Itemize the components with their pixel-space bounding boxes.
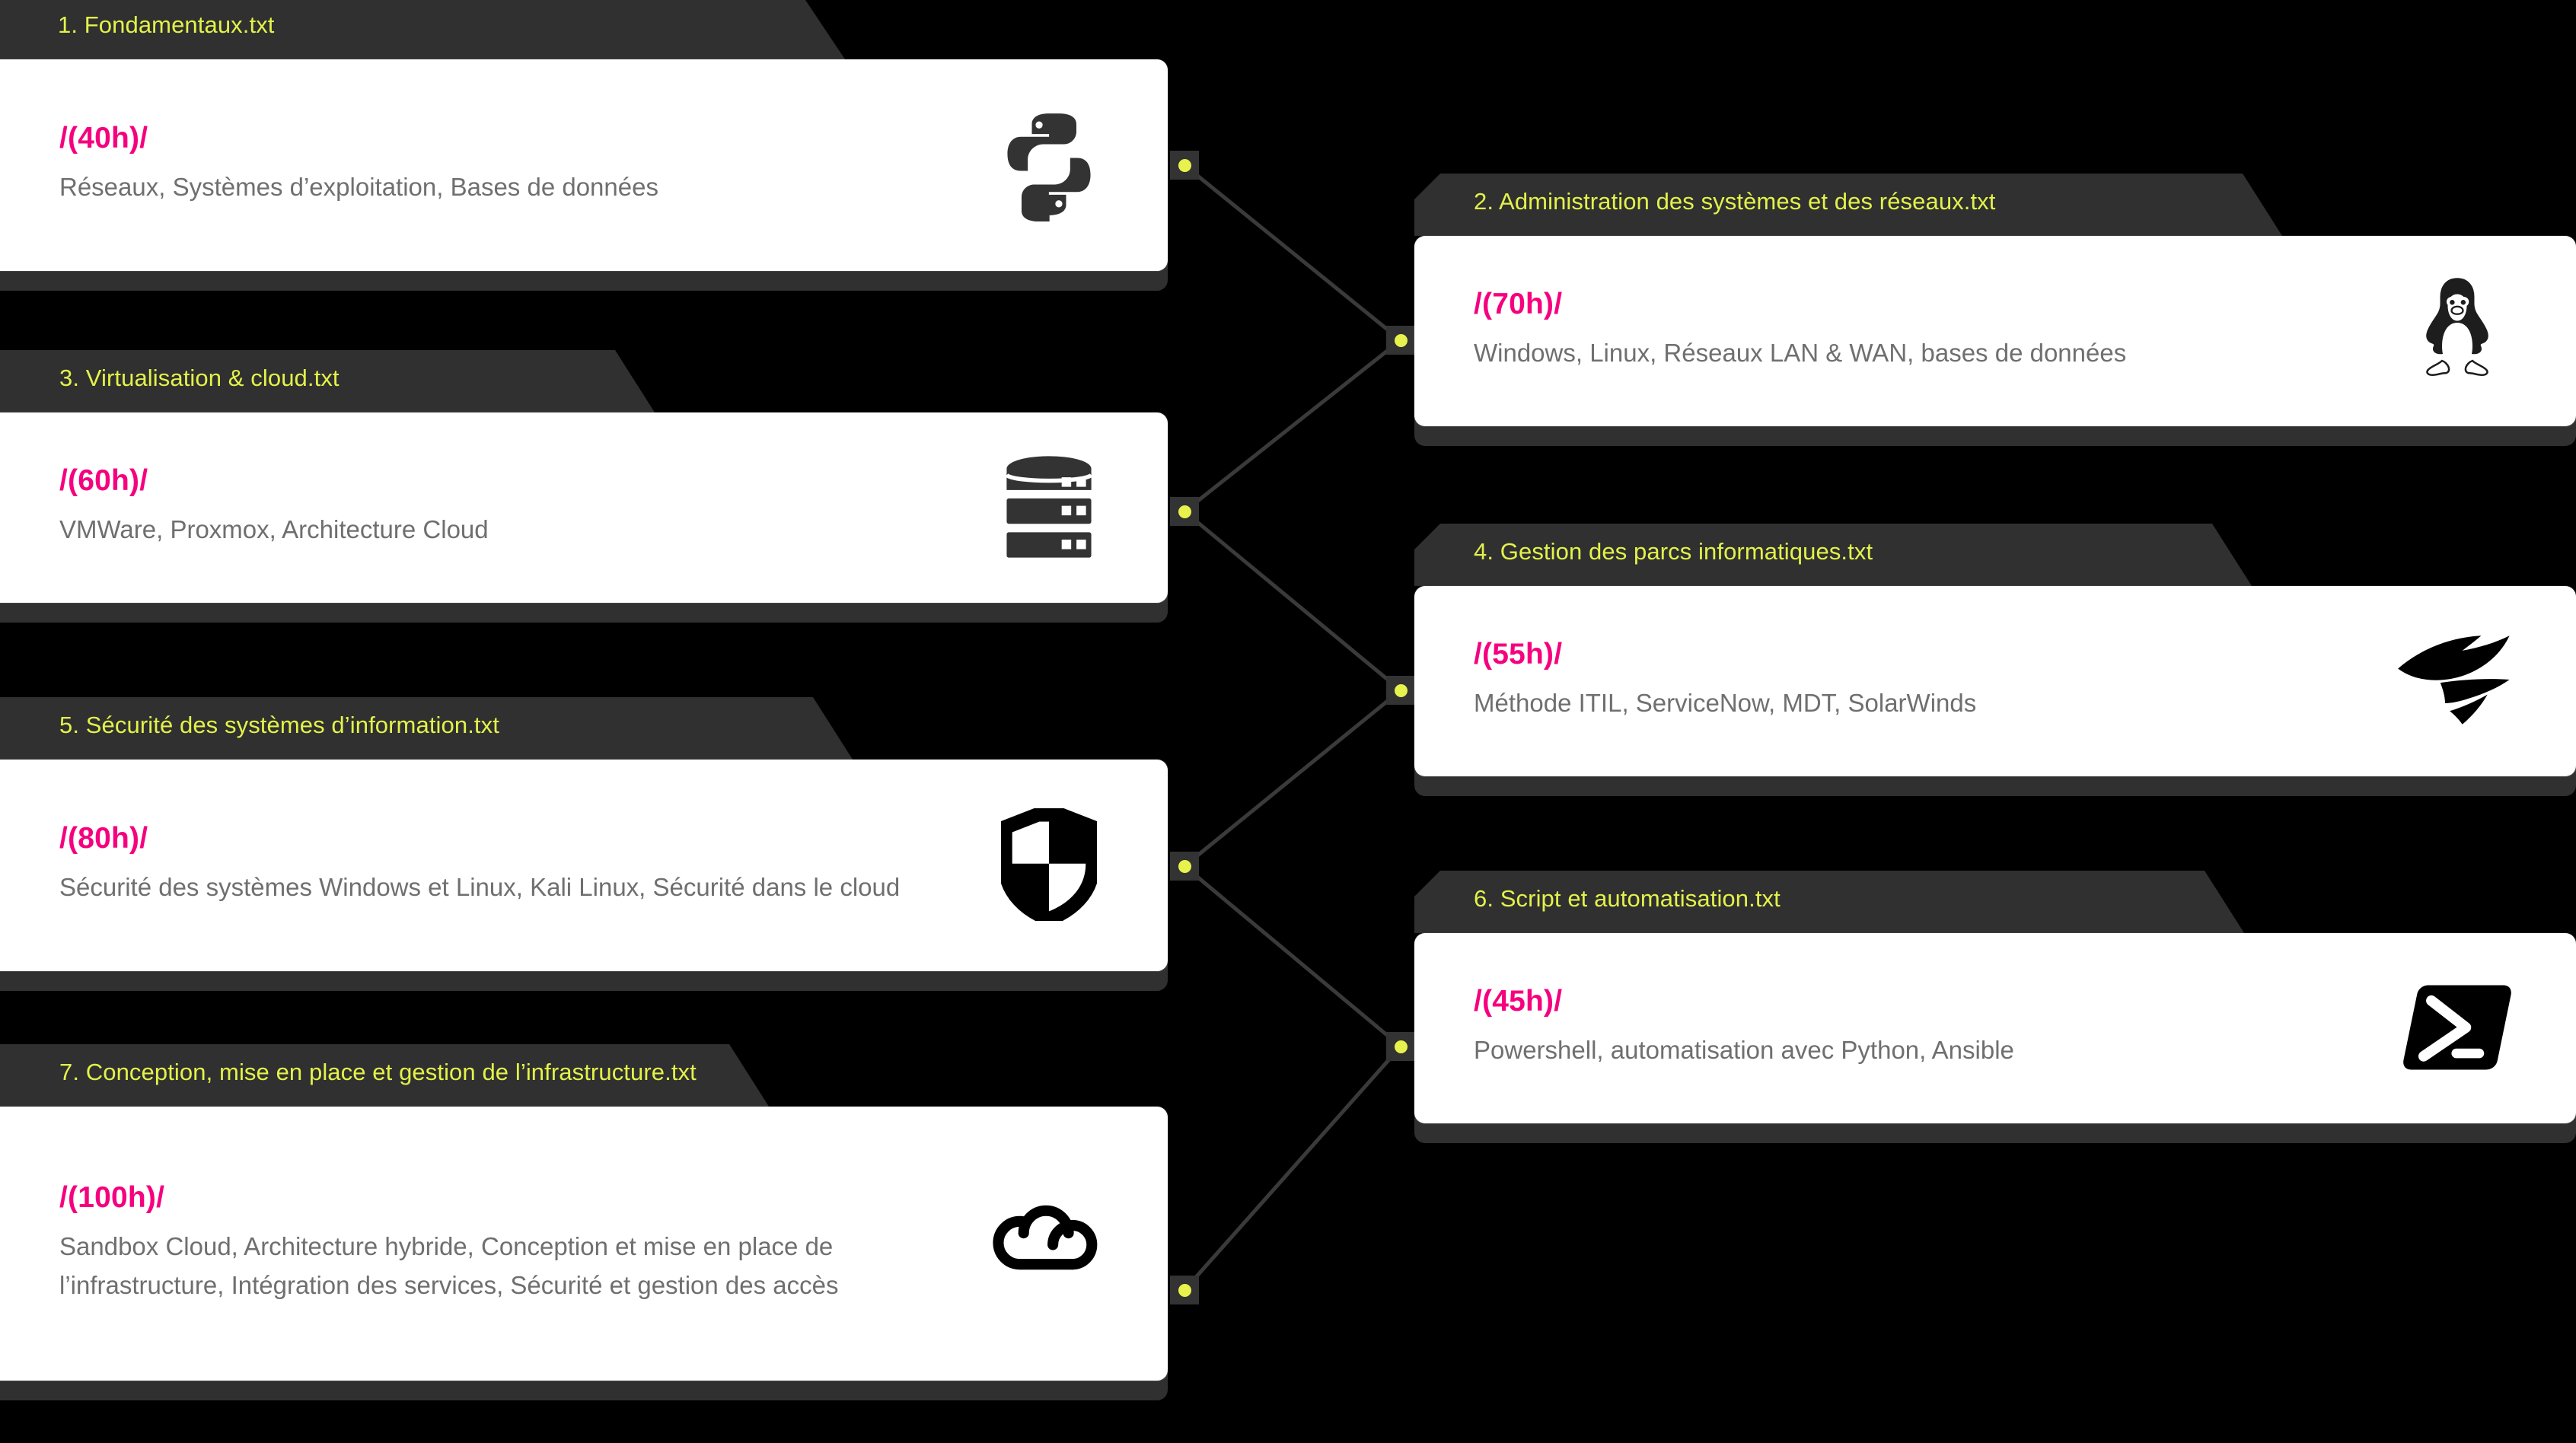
powershell-icon — [2381, 967, 2533, 1088]
card-body: /(40h)/ Réseaux, Systèmes d’exploitation… — [0, 59, 1168, 271]
module-card-1[interactable]: 1. Fondamentaux.txt /(40h)/ Réseaux, Sys… — [0, 0, 1168, 291]
python-icon — [973, 104, 1125, 225]
edge-5-to-6 — [1182, 864, 1403, 1049]
node-card3-out — [1170, 497, 1199, 526]
card-body: /(45h)/ Powershell, automatisation avec … — [1414, 932, 2576, 1123]
card-wrap: /(45h)/ Powershell, automatisation avec … — [1414, 932, 2576, 1143]
server-database-icon — [973, 446, 1125, 568]
cloud-icon — [973, 1182, 1125, 1304]
card-description: Windows, Linux, Réseaux LAN & WAN, bases… — [1474, 339, 2127, 368]
module-card-7[interactable]: 7. Conception, mise en place et gestion … — [0, 1044, 1168, 1400]
node-card2-in — [1386, 326, 1415, 355]
card-body: /(55h)/ Méthode ITIL, ServiceNow, MDT, S… — [1414, 585, 2576, 776]
card-title-tab: 7. Conception, mise en place et gestion … — [0, 1044, 769, 1107]
module-card-2[interactable]: 2. Administration des systèmes et des ré… — [1414, 174, 2576, 446]
card-body: /(60h)/ VMWare, Proxmox, Architecture Cl… — [0, 412, 1168, 603]
card-description: VMWare, Proxmox, Architecture Cloud — [59, 515, 489, 544]
card-title: 3. Virtualisation & cloud.txt — [59, 365, 340, 391]
module-card-4[interactable]: 4. Gestion des parcs informatiques.txt /… — [1414, 524, 2576, 796]
card-hours: /(100h)/ — [59, 1180, 165, 1214]
card-title: 7. Conception, mise en place et gestion … — [59, 1059, 697, 1085]
card-hours: /(70h)/ — [1474, 288, 1563, 321]
card-title: 1. Fondamentaux.txt — [58, 11, 275, 38]
module-card-6[interactable]: 6. Script et automatisation.txt /(45h)/ … — [1414, 871, 2576, 1143]
node-card1-out — [1170, 151, 1199, 180]
card-text: /(70h)/ Windows, Linux, Réseaux LAN & WA… — [1474, 288, 2363, 372]
card-wrap: /(80h)/ Sécurité des systèmes Windows et… — [0, 759, 1168, 991]
edge-3-to-4 — [1182, 509, 1403, 693]
node-dot — [1178, 859, 1191, 873]
node-dot — [1394, 333, 1408, 347]
card-text: /(100h)/ Sandbox Cloud, Architecture hyb… — [59, 1181, 955, 1304]
node-dot — [1394, 683, 1408, 697]
card-title-tab: 2. Administration des systèmes et des ré… — [1414, 174, 2282, 236]
card-title: 2. Administration des systèmes et des ré… — [1474, 188, 1996, 215]
card-wrap: /(40h)/ Réseaux, Systèmes d’exploitation… — [0, 59, 1168, 291]
linux-tux-icon — [2381, 269, 2533, 391]
card-wrap: /(60h)/ VMWare, Proxmox, Architecture Cl… — [0, 412, 1168, 623]
card-text: /(60h)/ VMWare, Proxmox, Architecture Cl… — [59, 464, 955, 549]
card-hours: /(55h)/ — [1474, 638, 1563, 671]
edge-1-to-2 — [1182, 163, 1403, 342]
edge-5-to-4 — [1182, 688, 1403, 868]
card-title: 6. Script et automatisation.txt — [1474, 885, 1781, 912]
node-card4-in — [1386, 676, 1415, 705]
card-title-tab: 6. Script et automatisation.txt — [1414, 871, 2244, 933]
shield-icon — [973, 804, 1125, 925]
card-text: /(80h)/ Sécurité des systèmes Windows et… — [59, 822, 955, 906]
card-hours: /(45h)/ — [1474, 985, 1563, 1018]
node-dot — [1394, 1040, 1408, 1053]
card-wrap: /(55h)/ Méthode ITIL, ServiceNow, MDT, S… — [1414, 585, 2576, 796]
card-title-tab: 3. Virtualisation & cloud.txt — [0, 350, 655, 413]
edge-7-to-6 — [1182, 1044, 1403, 1292]
card-title-tab: 5. Sécurité des systèmes d’information.t… — [0, 697, 853, 760]
card-hours: /(80h)/ — [59, 822, 148, 855]
card-description: Sandbox Cloud, Architecture hybride, Con… — [59, 1231, 839, 1299]
solarwinds-icon — [2381, 620, 2533, 741]
card-title: 4. Gestion des parcs informatiques.txt — [1474, 538, 1873, 565]
card-description: Méthode ITIL, ServiceNow, MDT, SolarWind… — [1474, 689, 1977, 718]
node-card6-in — [1386, 1032, 1415, 1061]
card-title-tab: 4. Gestion des parcs informatiques.txt — [1414, 524, 2252, 586]
card-hours: /(60h)/ — [59, 464, 148, 498]
module-card-5[interactable]: 5. Sécurité des systèmes d’information.t… — [0, 697, 1168, 991]
card-title: 5. Sécurité des systèmes d’information.t… — [59, 712, 499, 738]
card-description: Réseaux, Systèmes d’exploitation, Bases … — [59, 173, 658, 202]
card-body: /(70h)/ Windows, Linux, Réseaux LAN & WA… — [1414, 235, 2576, 426]
card-hours: /(40h)/ — [59, 122, 148, 155]
node-dot — [1178, 1283, 1191, 1297]
node-card7-out — [1170, 1276, 1199, 1304]
card-wrap: /(70h)/ Windows, Linux, Réseaux LAN & WA… — [1414, 235, 2576, 446]
card-title-tab: 1. Fondamentaux.txt — [0, 0, 845, 59]
card-body: /(80h)/ Sécurité des systèmes Windows et… — [0, 759, 1168, 971]
node-card5-out — [1170, 852, 1199, 881]
card-body: /(100h)/ Sandbox Cloud, Architecture hyb… — [0, 1106, 1168, 1381]
card-text: /(40h)/ Réseaux, Systèmes d’exploitation… — [59, 122, 955, 206]
card-description: Sécurité des systèmes Windows et Linux, … — [59, 873, 901, 902]
card-wrap: /(100h)/ Sandbox Cloud, Architecture hyb… — [0, 1106, 1168, 1400]
card-description: Powershell, automatisation avec Python, … — [1474, 1036, 2014, 1065]
edge-3-to-2 — [1182, 338, 1403, 514]
module-card-3[interactable]: 3. Virtualisation & cloud.txt /(60h)/ VM… — [0, 350, 1168, 623]
card-text: /(55h)/ Méthode ITIL, ServiceNow, MDT, S… — [1474, 638, 2363, 722]
node-dot — [1178, 505, 1191, 518]
node-dot — [1178, 158, 1191, 172]
card-text: /(45h)/ Powershell, automatisation avec … — [1474, 985, 2363, 1069]
